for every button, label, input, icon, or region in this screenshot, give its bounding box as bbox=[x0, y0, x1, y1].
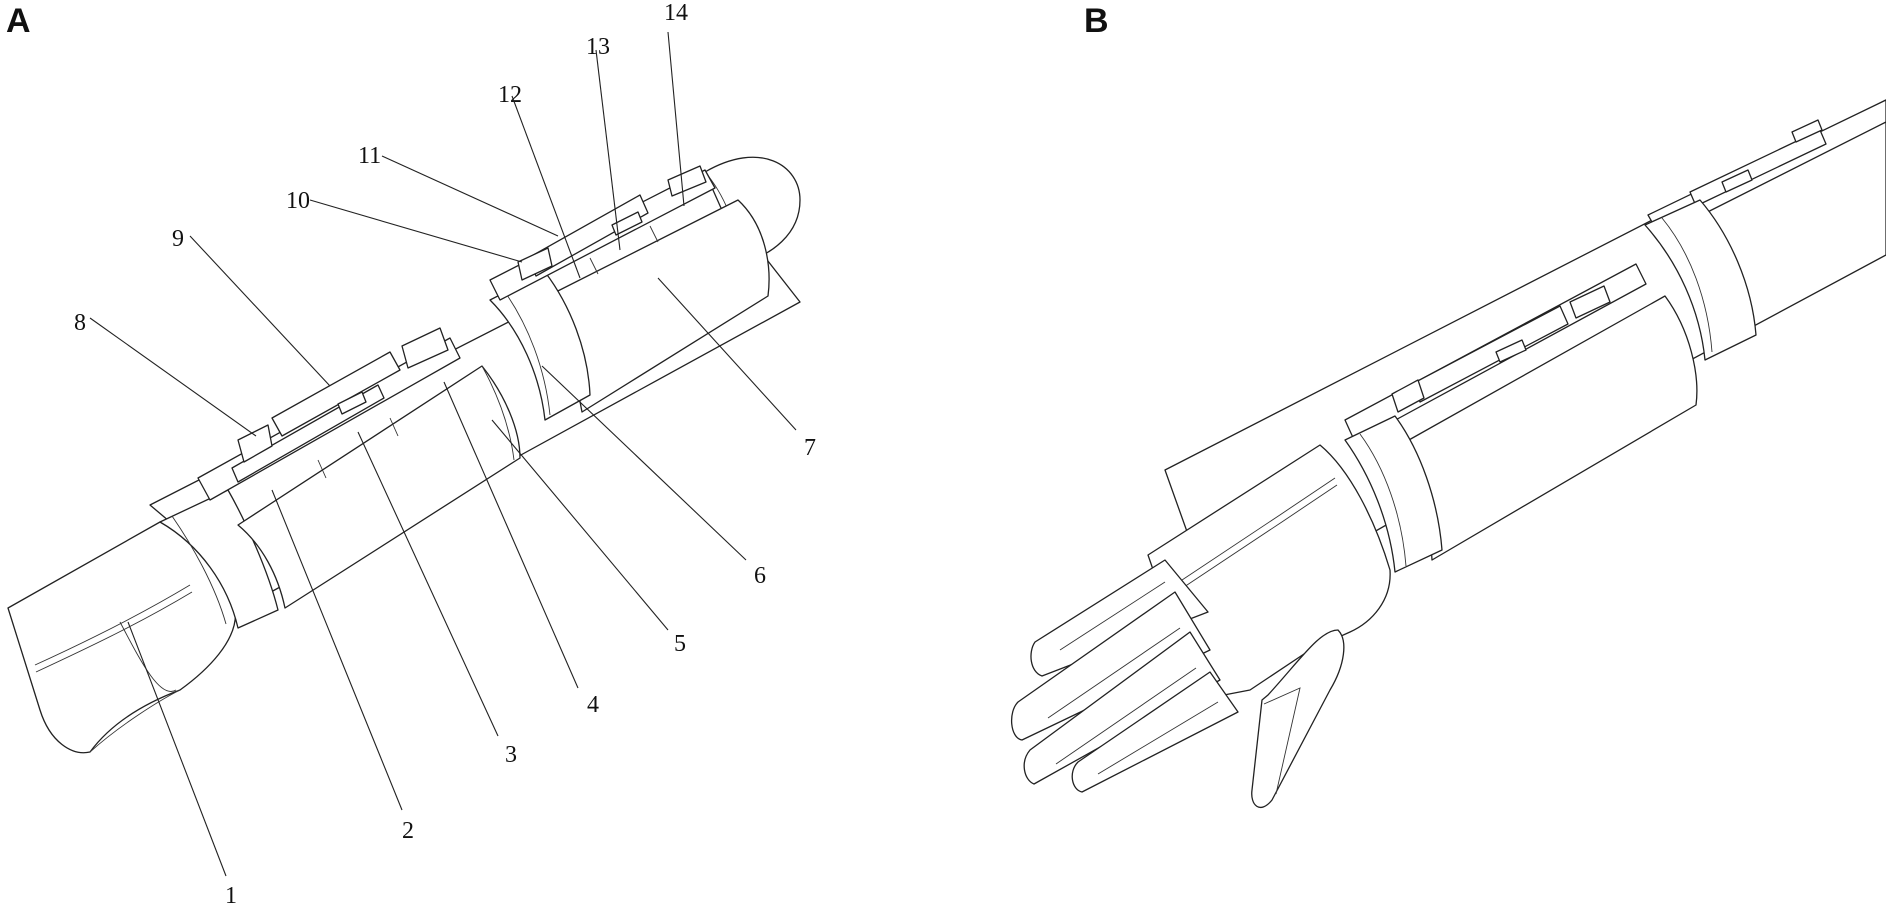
callout-11: 11 bbox=[358, 143, 381, 169]
hand-piece-a bbox=[7, 520, 237, 754]
wrist-ring-b bbox=[1344, 415, 1443, 573]
callout-6: 6 bbox=[754, 563, 766, 589]
strap-module-top-b bbox=[1647, 99, 1886, 237]
strap-module-lower-a bbox=[197, 327, 461, 501]
callout-5: 5 bbox=[674, 631, 686, 657]
callout-3: 3 bbox=[505, 742, 517, 768]
panel-a-label: A bbox=[6, 2, 31, 40]
callout-10: 10 bbox=[286, 188, 310, 214]
upper-ring-b bbox=[1644, 199, 1757, 361]
strap-module-mid-b bbox=[1344, 263, 1647, 443]
leader-lines-a bbox=[89, 31, 797, 877]
callout-7: 7 bbox=[804, 435, 816, 461]
panel-b: B bbox=[1011, 2, 1886, 809]
callout-14: 14 bbox=[664, 0, 688, 26]
fingers-b bbox=[1011, 559, 1239, 793]
callout-8: 8 bbox=[74, 310, 86, 336]
callout-2: 2 bbox=[402, 818, 414, 844]
elbow-ring-a bbox=[489, 271, 591, 421]
callout-4: 4 bbox=[587, 692, 599, 718]
callout-13: 13 bbox=[586, 34, 610, 60]
callout-1: 1 bbox=[225, 883, 237, 909]
forearm-shell-lower-a bbox=[237, 365, 521, 609]
callout-9: 9 bbox=[172, 226, 184, 252]
panel-a: A bbox=[6, 0, 816, 909]
callout-12: 12 bbox=[498, 82, 522, 108]
thumb-b bbox=[1251, 629, 1345, 809]
panel-b-label: B bbox=[1084, 2, 1109, 40]
wrist-band-a bbox=[159, 489, 279, 629]
strap-module-upper-a bbox=[489, 165, 716, 301]
